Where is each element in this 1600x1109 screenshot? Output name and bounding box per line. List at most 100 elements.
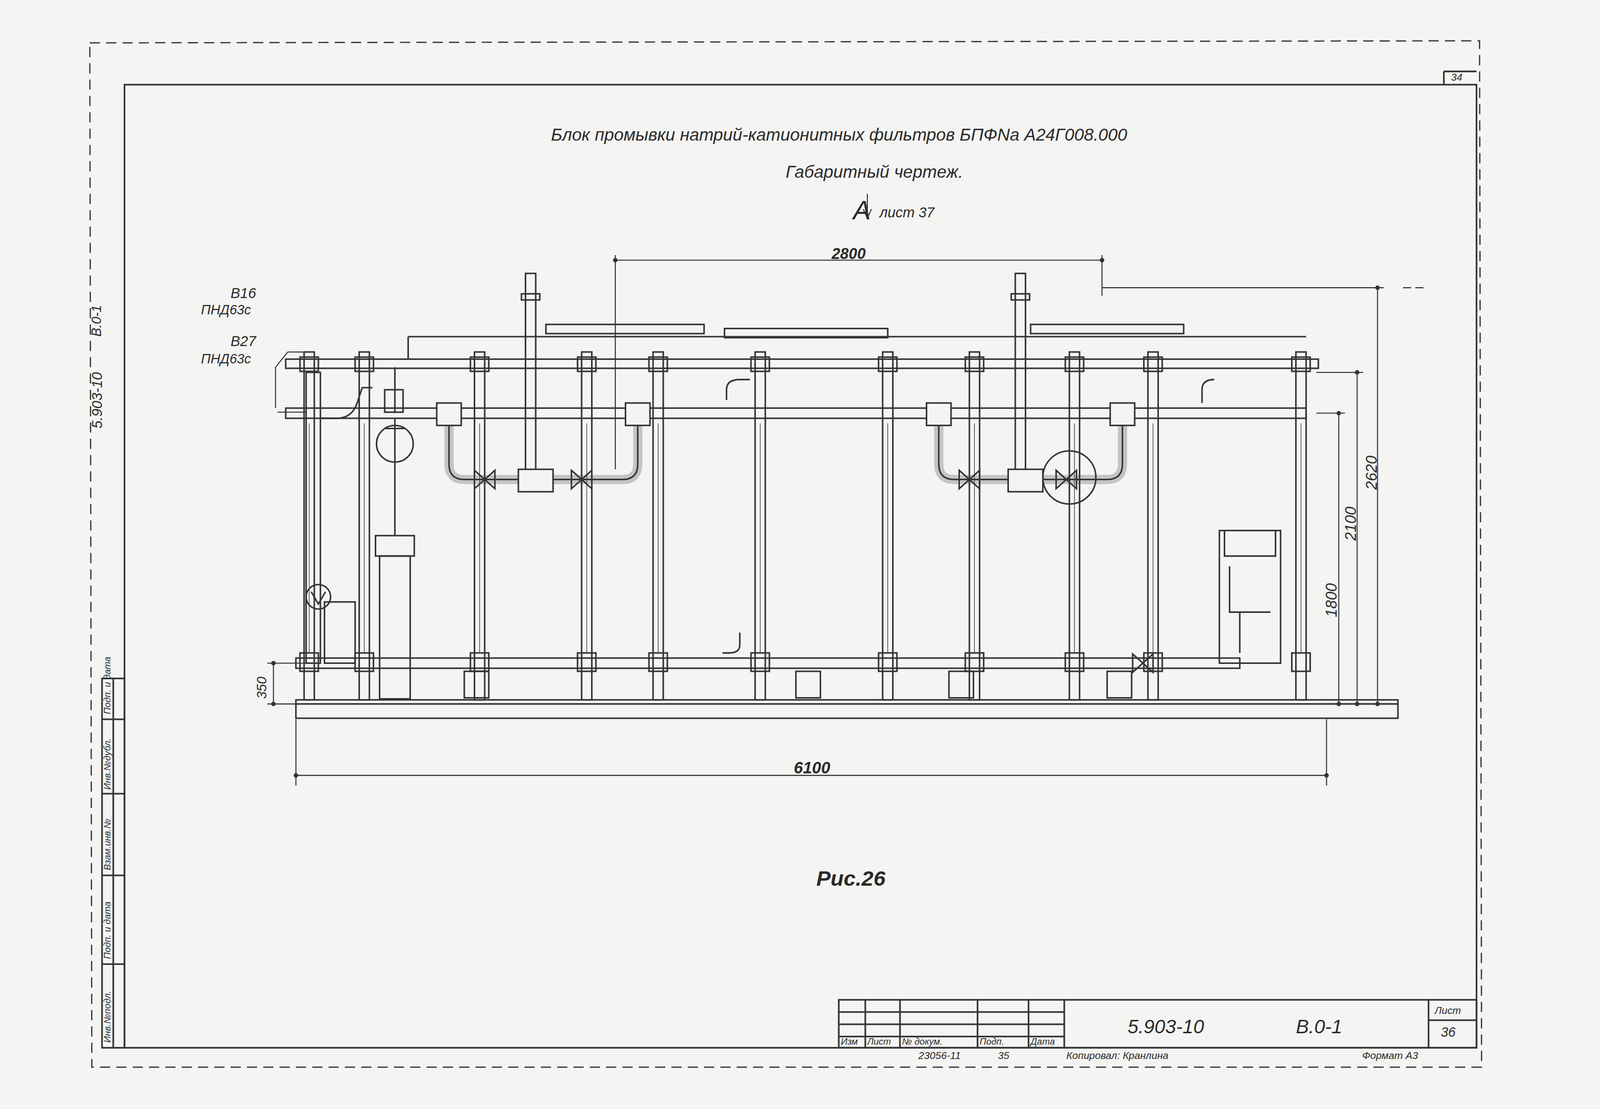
drain-pipe <box>324 601 355 664</box>
drawing-label: Инв.№дубл. <box>102 738 113 790</box>
support-foot <box>796 671 821 699</box>
post-clamp <box>649 652 668 672</box>
drawing-label: Подп. <box>979 1037 1004 1048</box>
dimension-tick <box>1100 257 1105 263</box>
gate-valve <box>1055 470 1077 489</box>
frame-post <box>1296 351 1307 700</box>
filter-cover <box>546 324 704 334</box>
support-foot <box>1106 671 1132 699</box>
post-clamp <box>1291 356 1310 372</box>
inner-frame <box>124 84 1477 1048</box>
post-clamp <box>965 652 984 672</box>
drawing-label: В27 <box>230 333 256 349</box>
support-foot <box>464 671 489 699</box>
support-foot <box>949 671 974 699</box>
dimension-tick <box>1375 285 1380 291</box>
margin-stamp <box>101 678 125 1048</box>
dimension-tick <box>271 701 276 706</box>
post-clamp <box>470 356 489 372</box>
filter-cover <box>724 328 888 339</box>
drawing-label: В.0-1 <box>1296 1017 1343 1037</box>
post-edge <box>1300 423 1301 653</box>
drawing-label: 36 <box>1440 1025 1456 1039</box>
drawing-label: 5.903-10 <box>1127 1017 1205 1037</box>
frame-post <box>359 351 370 700</box>
post-edge <box>586 423 588 653</box>
dimension-tick <box>1336 701 1342 706</box>
leader-lines <box>275 351 307 413</box>
dimension-tick <box>1375 701 1380 706</box>
drawing-label: 6100 <box>794 759 831 777</box>
drain-hook <box>1201 379 1215 403</box>
frame-post <box>1069 351 1080 700</box>
drawing-title: Блок промывки натрий-катионитных фильтро… <box>550 126 1128 145</box>
pipe-fitting <box>1110 402 1135 426</box>
frame-post <box>882 351 894 700</box>
post-clamp <box>878 356 898 372</box>
gate-valve <box>1132 653 1153 673</box>
dimension-tick <box>1354 370 1360 375</box>
base-frame <box>296 700 1399 719</box>
dimension-6100 <box>296 719 1327 786</box>
pump-body <box>379 555 411 699</box>
pipe-tee <box>1007 469 1043 492</box>
post-edge <box>657 423 659 653</box>
center-line <box>1402 287 1425 289</box>
post-edge <box>363 423 365 653</box>
drawing-label: 2100 <box>1343 506 1359 541</box>
drawing-label: Лист <box>1434 1005 1461 1017</box>
title-block <box>838 999 1477 1048</box>
dimension-tick <box>271 660 276 666</box>
post-edge <box>974 423 975 653</box>
post-clamp <box>750 356 770 372</box>
filter-unit <box>285 273 1399 718</box>
tank-outline <box>407 336 1306 359</box>
drain-hook <box>722 379 750 653</box>
dimension-tick <box>293 773 299 778</box>
vertical-dimensions <box>1101 287 1388 704</box>
flow-meter <box>305 584 331 609</box>
post-edge <box>479 423 480 653</box>
flow-meter-mark <box>311 591 326 604</box>
post-clamp <box>354 356 374 372</box>
drawing-label: 5.903-10 <box>89 372 104 429</box>
post-clamp <box>577 652 597 672</box>
drawing-label: Лист <box>867 1037 892 1048</box>
frame-post <box>581 351 593 700</box>
bottom-pipe <box>296 657 1241 669</box>
drawing-label: Изм <box>840 1037 858 1048</box>
drawing-label: А <box>852 197 871 224</box>
dimension-tick <box>612 257 618 263</box>
riser-pipe <box>525 273 537 473</box>
post-edge <box>1074 423 1075 653</box>
dimension-2800 <box>615 254 1102 470</box>
drawing-label: 350 <box>254 676 269 700</box>
post-clamp <box>878 652 898 672</box>
riser-pipe <box>1015 273 1026 473</box>
top-rail <box>285 358 1319 369</box>
base-line <box>296 702 1399 705</box>
drawing-label: 34 <box>1450 72 1463 83</box>
drawing-label: 2620 <box>1363 455 1379 490</box>
pipe-fitting <box>926 402 951 426</box>
riser-flange <box>1011 293 1030 300</box>
drawing-label: ПНД63с <box>200 302 251 317</box>
post-edge <box>759 423 761 653</box>
frame-post <box>969 351 980 700</box>
drawing-label: В.0-1 <box>89 304 103 337</box>
control-cabinet <box>1219 530 1281 664</box>
dimension-tick <box>1336 410 1342 416</box>
dimension-ticks <box>271 257 1380 778</box>
drawing-label: № докум. <box>901 1037 943 1048</box>
figure-caption: Рис.26 <box>816 867 886 889</box>
vertical-pipe <box>305 372 321 663</box>
post-clamp <box>649 356 668 372</box>
trim-line <box>89 40 1482 1067</box>
riser-flange <box>521 293 540 300</box>
drawing-label: Формат А3 <box>1362 1050 1419 1062</box>
drawing-label: ПНД63с <box>200 351 251 366</box>
drawing-label: Дата <box>1030 1037 1055 1048</box>
drawing-label: Инв.№подл. <box>102 990 113 1043</box>
drawing-label: Габаритный чертеж. <box>785 163 963 181</box>
